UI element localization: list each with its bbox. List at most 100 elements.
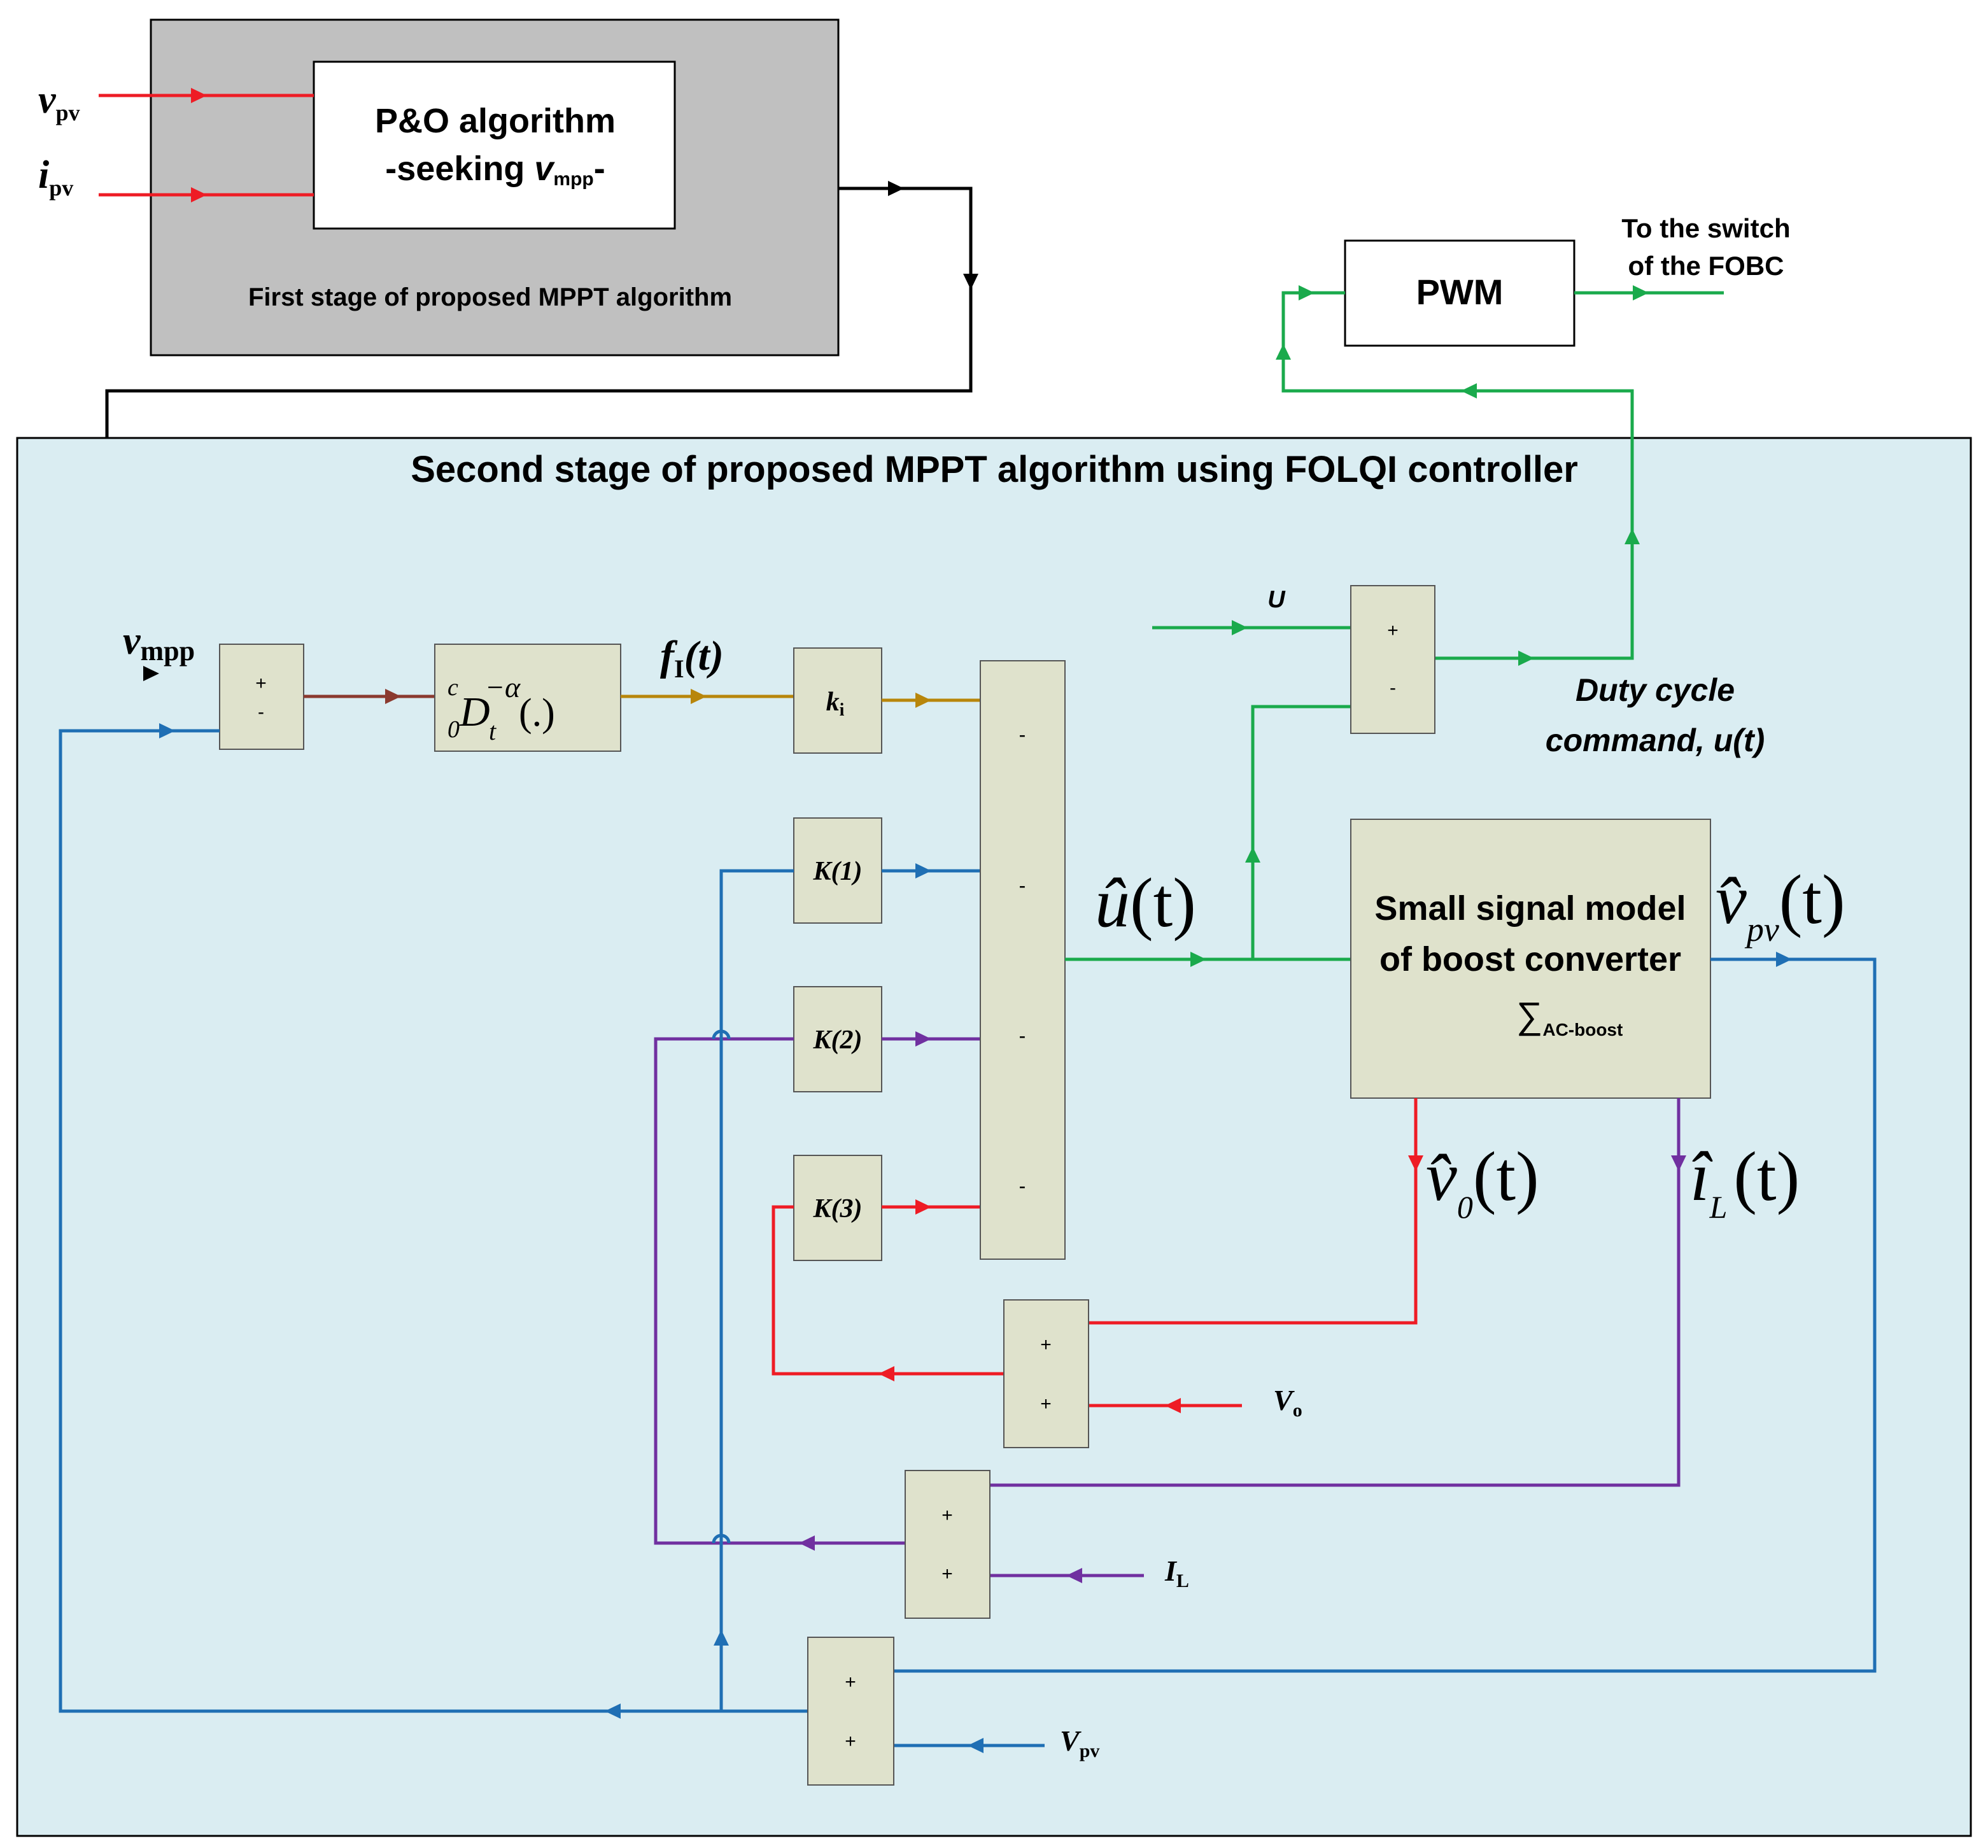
arrow-u-hat <box>1190 952 1206 967</box>
input-ipv-label: ipv <box>38 153 73 201</box>
u-hat-label: û(t) <box>1095 864 1196 942</box>
sum-junction-duty <box>1350 585 1435 734</box>
ki-gain-block <box>793 647 882 754</box>
fractional-operator: c 0 D −α t (.) <box>448 671 555 745</box>
arrow-black-1 <box>888 181 904 196</box>
sum-junction-vo <box>1003 1299 1089 1448</box>
model-line1: Small signal model <box>1374 889 1686 928</box>
K1-gain-block <box>793 817 882 924</box>
K2-gain-block <box>793 986 882 1092</box>
fI-label: fI(t) <box>660 633 724 683</box>
arrow-v0-sum-out <box>878 1366 894 1381</box>
iL-hat-label: îL(t) <box>1690 1138 1800 1225</box>
vmpp-label: vmpp <box>123 619 195 667</box>
arrow-duty-4 <box>1276 344 1291 360</box>
po-subtitle: -seeking vmpp- <box>385 150 605 190</box>
sumbig-minus-3: - <box>1019 1024 1026 1047</box>
sumbig-minus-4: - <box>1019 1174 1026 1197</box>
pwm-output-line2: of the FOBC <box>1628 251 1784 281</box>
duty-label-line2: command, u(t) <box>1546 723 1765 758</box>
model-line2: of boost converter <box>1379 940 1681 978</box>
vpv-hat-label: v̂pv(t) <box>1716 861 1845 949</box>
arrow-vpv-hat <box>1776 952 1792 967</box>
Vo-label: Vo <box>1273 1384 1302 1421</box>
arrow-vmpp <box>143 666 159 681</box>
arrow-duty-3 <box>1461 383 1477 399</box>
arrow-K2-out <box>915 1031 931 1047</box>
sumil-plus-2: + <box>941 1563 953 1584</box>
arrow-duty-5 <box>1299 285 1315 300</box>
arrow-u-hat-up <box>1245 847 1260 863</box>
arrow-K1-out <box>915 863 931 878</box>
frac-op-arg: (.) <box>519 691 555 735</box>
Vpv-label: Vpv <box>1060 1725 1099 1761</box>
sum-junction-control <box>980 660 1066 1260</box>
frac-op-c: c <box>448 674 458 701</box>
arrow-vpv-fb-1 <box>605 1703 621 1719</box>
arrow-IL-in <box>1066 1568 1082 1583</box>
arrow-v0-hat <box>1408 1155 1423 1171</box>
small-signal-model-block <box>1350 819 1711 1099</box>
wire-vpv-hat <box>894 957 1877 1673</box>
sum-junction-il <box>905 1470 990 1619</box>
arrow-Vo-in <box>1165 1398 1181 1413</box>
frac-op-0: 0 <box>448 716 460 743</box>
wire-u-hat <box>1065 626 1351 961</box>
wire-crossing-1 <box>712 1029 731 1040</box>
arrow-fI <box>691 689 707 704</box>
v0-hat-label: v̂0(t) <box>1426 1138 1539 1225</box>
arrow-vpv <box>191 88 207 103</box>
arrow-black-2 <box>963 274 978 290</box>
stage1-caption: First stage of proposed MPPT algorithm <box>248 283 732 311</box>
sumvpv-plus-1: + <box>845 1672 856 1693</box>
arrow-U <box>1232 620 1248 635</box>
arrow-ki-out <box>915 693 931 708</box>
sum1-minus: - <box>258 702 264 723</box>
po-algorithm-block <box>313 60 676 230</box>
arrow-K3-out <box>915 1199 931 1215</box>
frac-op-t: t <box>489 717 497 745</box>
sum-junction-vpv <box>807 1637 894 1786</box>
po-title: P&O algorithm <box>375 102 616 140</box>
arrow-iL-hat <box>1671 1155 1686 1171</box>
arrow-duty-2 <box>1625 528 1640 544</box>
sumbig-minus-2: - <box>1019 874 1026 897</box>
arrow-Vpv-in <box>968 1738 983 1753</box>
sumduty-plus: + <box>1387 620 1399 641</box>
sumil-plus-1: + <box>941 1505 953 1526</box>
stage2-title: Second stage of proposed MPPT algorithm … <box>411 449 1578 490</box>
sumduty-minus: - <box>1390 677 1396 698</box>
arrow-pwm-output <box>1633 285 1649 300</box>
frac-op-alpha: −α <box>485 671 521 703</box>
U-label: U <box>1267 586 1286 613</box>
arrow-duty-1 <box>1518 651 1534 666</box>
arrow-vpv-fb-2 <box>159 723 175 738</box>
sum1-plus: + <box>255 673 267 694</box>
wire-duty-to-pwm <box>1281 291 1634 660</box>
arrow-error <box>385 689 401 704</box>
sumvo-plus-2: + <box>1040 1393 1052 1414</box>
ki-label: ki <box>826 688 845 720</box>
input-vpv-label: vpv <box>38 78 80 125</box>
model-sigma: ∑AC-boost <box>1516 995 1623 1040</box>
wire-crossing-2 <box>712 1534 731 1544</box>
pwm-output-line1: To the switch <box>1621 213 1790 243</box>
duty-label-line1: Duty cycle <box>1576 672 1735 708</box>
K3-label: K(3) <box>813 1194 863 1224</box>
frac-op-D: D <box>459 689 490 735</box>
sumvpv-plus-2: + <box>845 1731 856 1752</box>
K1-label: K(1) <box>813 857 863 886</box>
sumbig-minus-1: - <box>1019 723 1026 746</box>
sum-junction-error <box>219 644 304 750</box>
arrow-ipv <box>191 187 207 202</box>
arrow-iL-sum-out <box>799 1535 815 1551</box>
fractional-integrator-block <box>434 644 621 752</box>
K2-label: K(2) <box>813 1026 863 1055</box>
arrow-vpv-fb-3 <box>714 1630 729 1646</box>
pwm-label: PWM <box>1416 272 1504 312</box>
sumvo-plus-1: + <box>1040 1334 1052 1355</box>
K3-gain-block <box>793 1155 882 1261</box>
IL-label: IL <box>1164 1555 1189 1591</box>
